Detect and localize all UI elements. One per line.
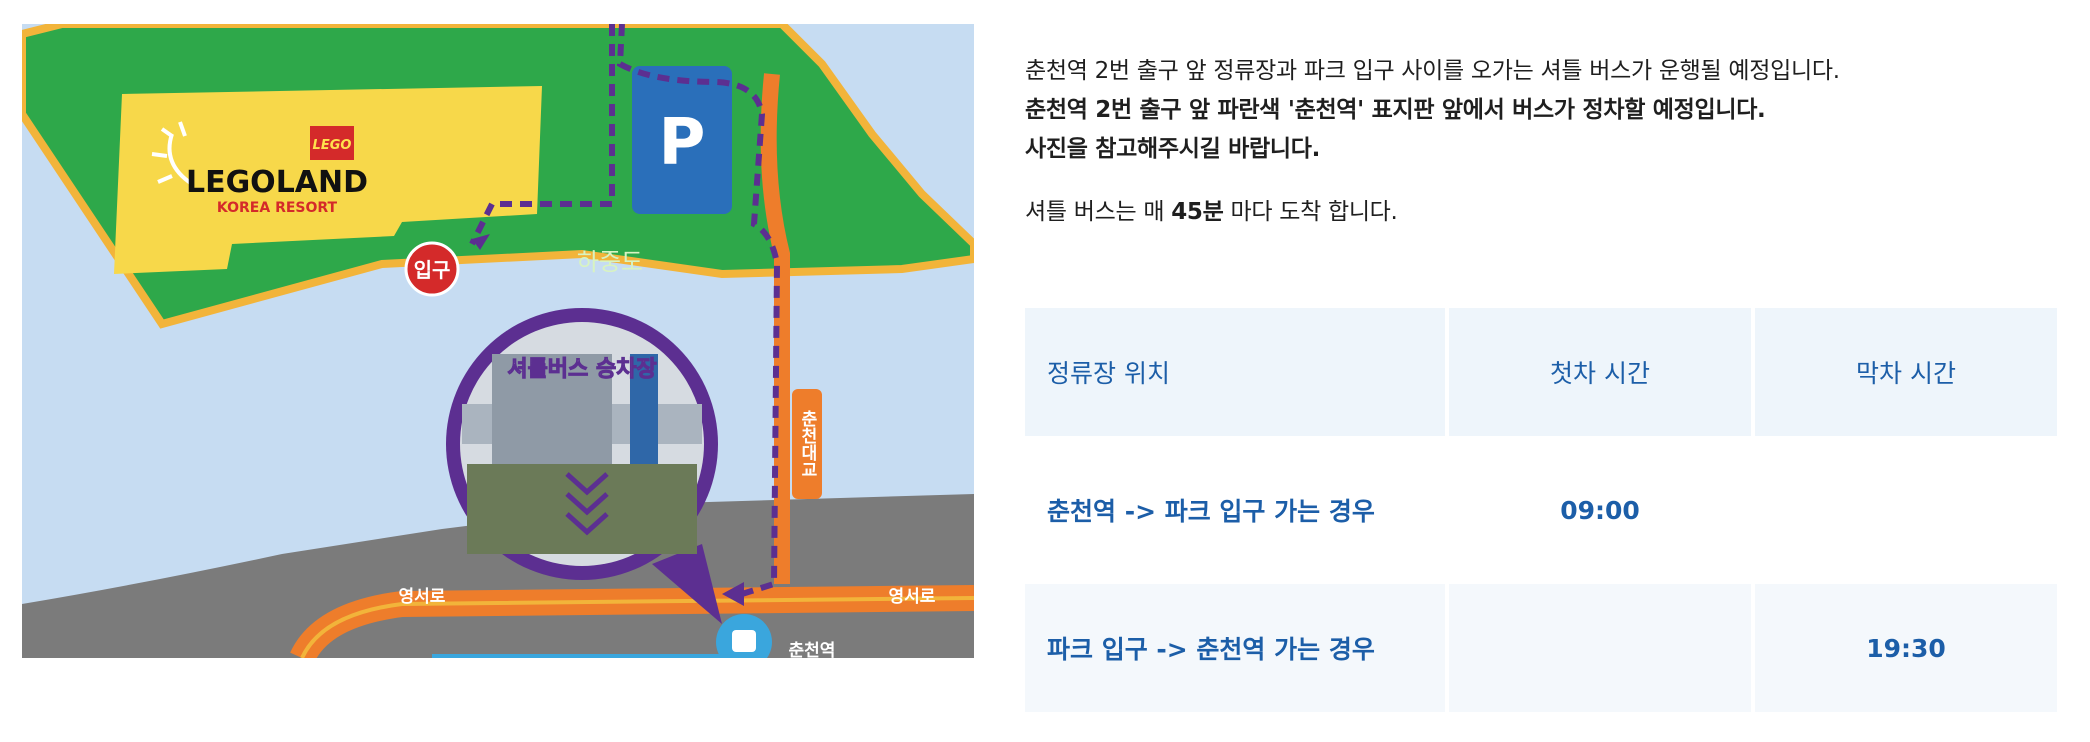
intro-line-1: 춘천역 2번 출구 앞 정류장과 파크 입구 사이를 오가는 셔틀 버스가 운행…: [1025, 58, 1840, 84]
row-location: 춘천역 -> 파크 입구 가는 경우: [1025, 446, 1445, 574]
shuttle-info: 춘천역 2번 출구 앞 정류장과 파크 입구 사이를 오가는 셔틀 버스가 운행…: [1025, 0, 2065, 712]
entrance-label: 입구: [414, 258, 451, 282]
svg-text:LEGO: LEGO: [313, 138, 352, 153]
row-first-time: [1449, 584, 1751, 712]
intro-line-3: 사진을 참고해주시길 바랍니다.: [1025, 136, 1321, 162]
park-area: [114, 86, 542, 274]
shuttle-stop-label: 셔틀버스 승차장: [507, 357, 656, 382]
chevron-down-icon: [565, 472, 609, 536]
station-label: 춘천역: [789, 641, 836, 658]
legoland-logo: LEGO LEGOLAND KOREA RESORT: [151, 121, 368, 216]
row-last-time: 19:30: [1755, 584, 2057, 712]
header-last-time: 막차 시간: [1755, 308, 2057, 436]
bridge-label-box: [792, 389, 822, 499]
route-to-station: [616, 24, 781, 597]
table-row: 파크 입구 -> 춘천역 가는 경우 19:30: [1025, 584, 2057, 712]
entrance-marker: [404, 241, 460, 297]
bridge-label: 춘천대교: [797, 410, 817, 478]
shuttle-frequency: 셔틀 버스는 매 45분 마다 도착 합니다.: [1025, 199, 1398, 225]
frequency-value: 45분: [1171, 199, 1224, 225]
row-first-time: 09:00: [1449, 446, 1751, 574]
road-right-label: 영서로: [889, 587, 936, 607]
header-first-time: 첫차 시간: [1449, 308, 1751, 436]
table-row: 춘천역 -> 파크 입구 가는 경우 09:00: [1025, 446, 2057, 574]
road-left-label: 영서로: [399, 587, 446, 607]
parking-label: P: [659, 106, 706, 180]
shuttle-route-map: LEGO LEGOLAND KOREA RESORT P 영서로 영서로 춘천대…: [22, 24, 974, 658]
intro-line-2: 춘천역 2번 출구 앞 파란색 '춘천역' 표지판 앞에서 버스가 정차할 예정…: [1025, 97, 1766, 123]
header-stop-location: 정류장 위치: [1025, 308, 1445, 436]
svg-text:LEGOLAND: LEGOLAND: [186, 165, 368, 200]
island-label: 하중도: [577, 248, 643, 276]
shuttle-stop-bubble: 셔틀버스 승차장: [446, 308, 722, 624]
route-arrow-entrance: [472, 234, 490, 250]
row-last-time: [1755, 446, 2057, 574]
route-to-entrance: [469, 24, 615, 246]
row-location: 파크 입구 -> 춘천역 가는 경우: [1025, 584, 1445, 712]
shuttle-intro: 춘천역 2번 출구 앞 정류장과 파크 입구 사이를 오가는 셔틀 버스가 운행…: [1025, 52, 2065, 232]
svg-text:KOREA RESORT: KOREA RESORT: [217, 200, 338, 216]
shuttle-schedule-table: 정류장 위치 첫차 시간 막차 시간 춘천역 -> 파크 입구 가는 경우 09…: [1021, 298, 2061, 722]
parking-icon: [632, 66, 732, 214]
table-header-row: 정류장 위치 첫차 시간 막차 시간: [1025, 308, 2057, 436]
bridge-road: [760, 73, 790, 584]
route-arrow-station: [722, 582, 744, 606]
